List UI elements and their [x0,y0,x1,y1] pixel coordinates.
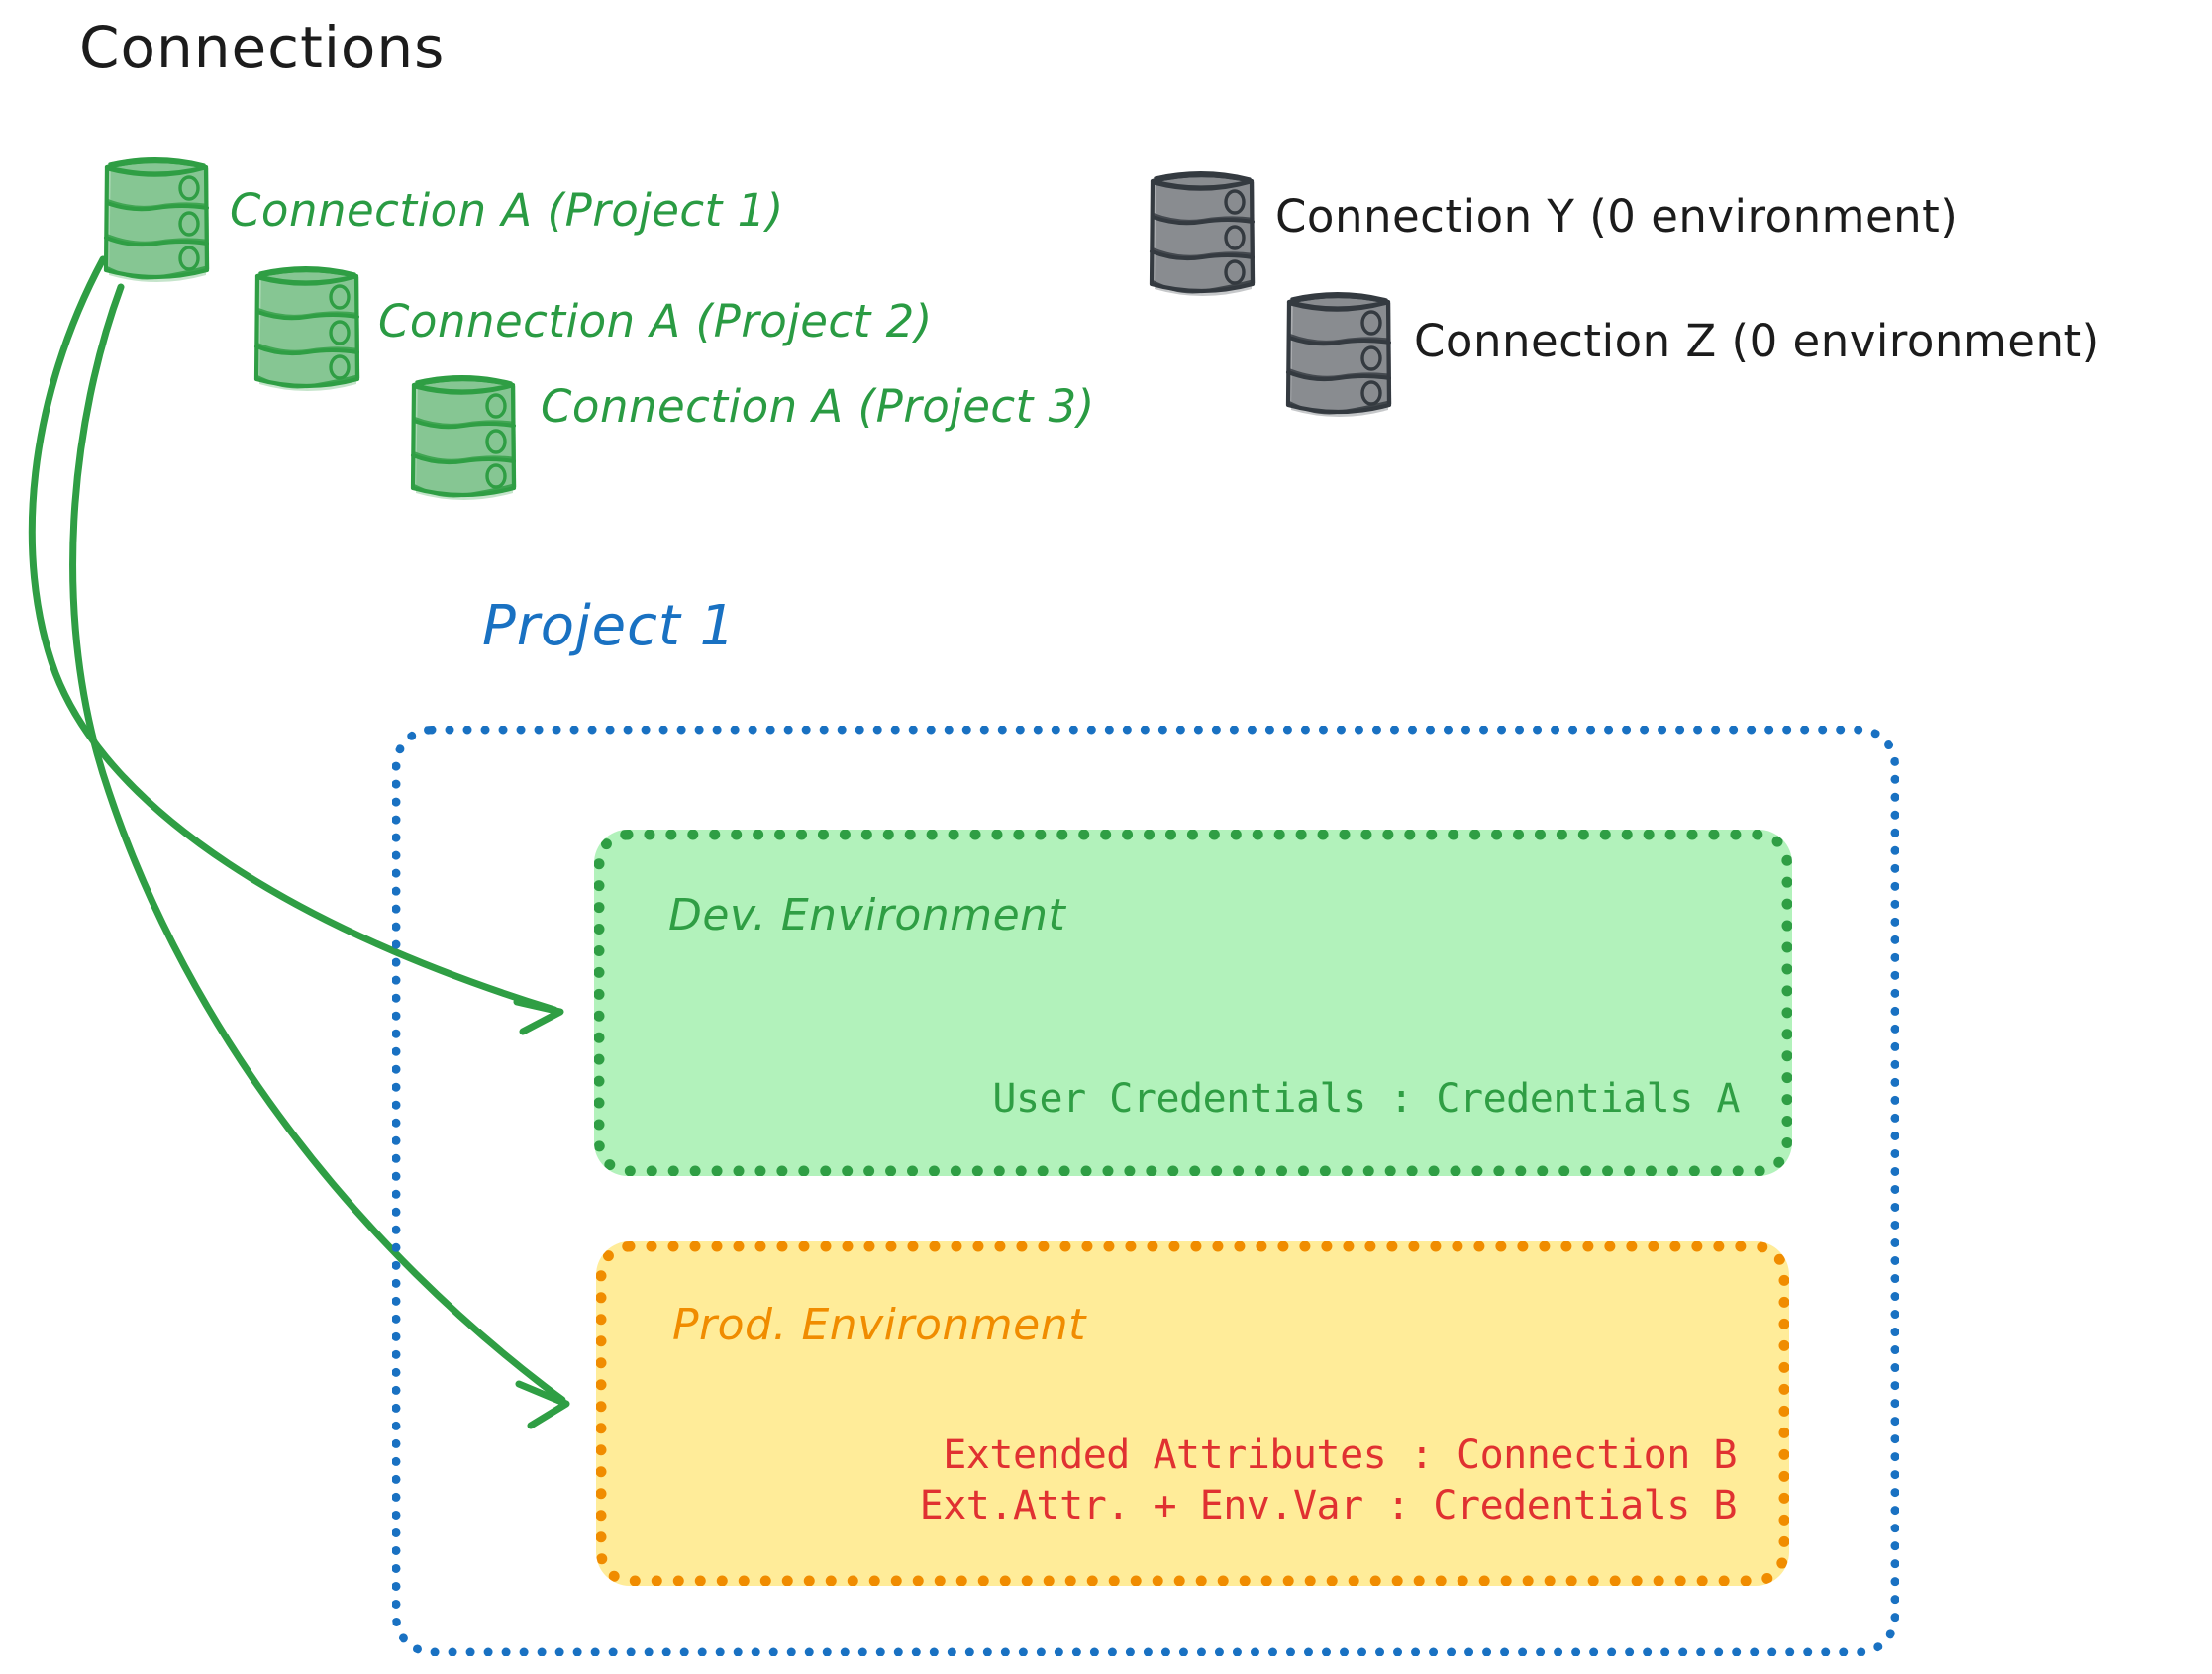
page-title: Connections [79,14,446,81]
prod-environment-title: Prod. Environment [672,1300,1086,1350]
dev-environment-box: Dev. Environment User Credentials : Cred… [594,830,1792,1176]
database-icon-connection-a-project-2 [256,266,358,391]
connection-label-y: Connection Y (0 environment) [1275,190,1959,243]
prod-attributes-block: Extended Attributes : Connection B Ext.A… [919,1430,1738,1531]
connection-label-a-project-2: Connection A (Project 2) [378,295,933,347]
database-icon-connection-y [1152,171,1254,296]
database-icon-connection-a-project-3 [413,375,515,500]
connection-label-z: Connection Z (0 environment) [1414,315,2100,367]
dev-user-credentials-text: User Credentials : Credentials A [992,1076,1740,1122]
project-label: Project 1 [482,594,737,658]
project-1-container [392,726,1899,1656]
database-icon-connection-z [1288,292,1390,417]
connection-label-a-project-1: Connection A (Project 1) [230,184,784,237]
connection-label-a-project-3: Connection A (Project 3) [541,380,1095,433]
database-icon-connection-a-project-1 [106,157,208,282]
dev-environment-title: Dev. Environment [668,890,1066,940]
prod-extended-attributes-text: Extended Attributes : Connection B [943,1432,1737,1478]
prod-environment-box: Prod. Environment Extended Attributes : … [596,1241,1789,1586]
prod-ext-attr-env-var-text: Ext.Attr. + Env.Var : Credentials B [919,1483,1738,1529]
